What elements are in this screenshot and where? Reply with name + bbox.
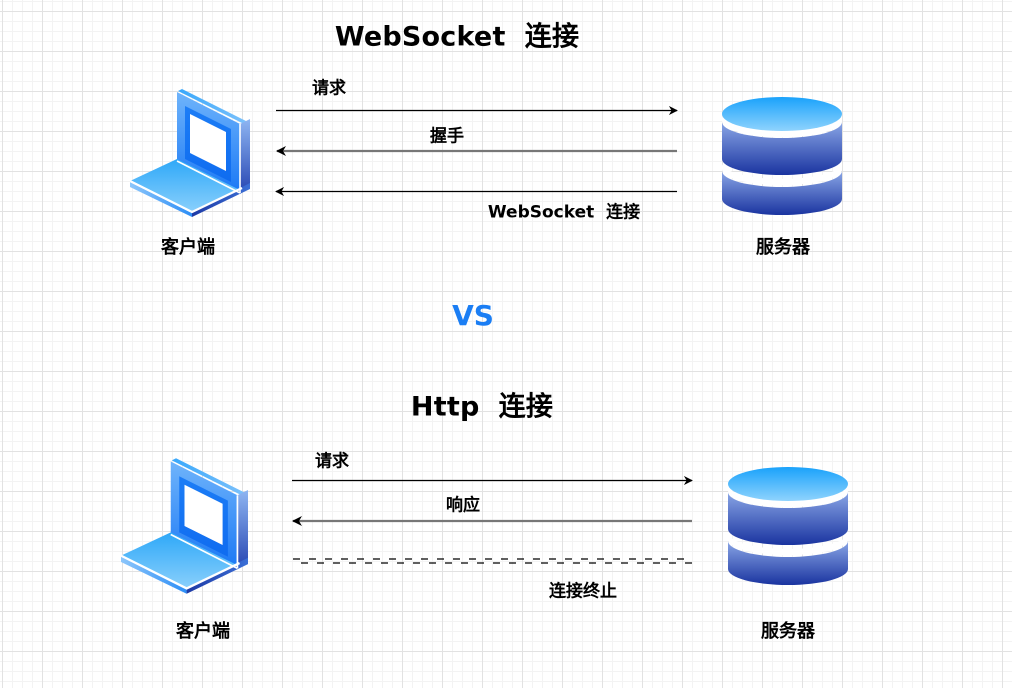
websocket-section: [130, 89, 842, 217]
websocket-connection-label: WebSocket 连接: [487, 202, 641, 223]
http-title: Http 连接: [410, 391, 554, 423]
handshake-label: 握手: [430, 126, 464, 147]
client-label: 客户端: [176, 621, 230, 642]
request-label: 请求: [315, 451, 349, 472]
vs-separator: VS: [452, 299, 494, 332]
database-icon: [722, 97, 842, 215]
server-label: 服务器: [761, 621, 815, 642]
laptop-icon: [121, 457, 248, 595]
http-section: [121, 457, 848, 595]
request-label: 请求: [312, 78, 346, 99]
laptop-icon: [130, 89, 250, 217]
connection-terminated-dashed-line: [293, 558, 692, 564]
response-label: 响应: [446, 495, 480, 516]
websocket-title: WebSocket 连接: [334, 21, 580, 53]
server-label: 服务器: [756, 237, 810, 258]
client-label: 客户端: [161, 237, 215, 258]
database-icon: [728, 467, 848, 585]
connection-terminated-label: 连接终止: [549, 581, 617, 602]
